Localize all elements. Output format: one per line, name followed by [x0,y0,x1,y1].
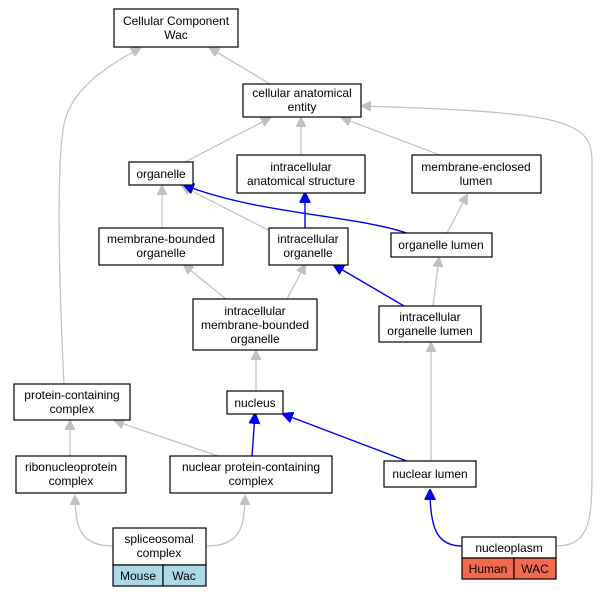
edge-nuclear-protein-complex-to-protein-complex [115,421,219,457]
node-label-line: organelle lumen [398,238,483,252]
node-label-line: intracellular [270,160,331,174]
node-label-line: complex [50,402,95,416]
badge-wac [162,564,207,587]
node-label-line: Wac [164,28,188,42]
node-label-line: Cellular Component [123,14,230,28]
node-label-line: membrane-enclosed [421,160,530,174]
node-label-line: ribonucleoprotein [25,460,117,474]
edge-nucleoplasm-to-anatomical-entity [362,106,593,547]
node-nuclear-protein-containing-complex[interactable]: nuclear protein-containing complex [169,455,333,494]
node-label-line: membrane-bounded [201,318,309,332]
edge-nucleoplasm-to-nuclear-lumen [430,490,463,547]
node-organelle[interactable]: organelle [128,161,194,186]
node-protein-containing-complex[interactable]: protein-containing complex [13,383,131,421]
node-cellular-anatomical-entity[interactable]: cellular anatomical entity [242,83,362,118]
node-label-line: lumen [460,174,493,188]
edge-nuclear-lumen-to-nucleus [283,414,413,464]
node-membrane-bounded-organelle[interactable]: membrane-bounded organelle [98,227,224,266]
node-spliceosomal-complex[interactable]: spliceosomal complex Mouse Wac [112,527,207,587]
node-intracellular-anatomical-structure[interactable]: intracellular anatomical structure [236,154,366,194]
node-label-line: membrane-bounded [107,232,215,246]
node-label-line: organelle [136,246,186,260]
node-label-line: organelle [283,246,333,260]
edge-spliceosomal-to-ribonucleoprotein [75,496,114,547]
node-label-line: cellular anatomical [252,86,351,100]
edge-intracellular-organelle-to-organelle [182,186,273,233]
node-label-line: nuclear protein-containing [182,460,320,474]
badge-label: Mouse [120,569,156,583]
node-label-line: anatomical structure [247,174,355,188]
badge-label: WAC [521,562,549,576]
node-label-line: complex [137,546,182,560]
node-label-line: nucleoplasm [475,541,542,555]
edge-nuclear-protein-complex-to-nucleus [252,414,255,457]
edge-intracellular-mb-organelle-to-intracellular-organelle [286,265,305,300]
node-ribonucleoprotein-complex[interactable]: ribonucleoprotein complex [15,455,127,494]
edge-protein-complex-to-root [58,48,140,387]
edge-organelle-lumen-to-organelle [184,185,413,236]
node-label-line: spliceosomal [124,532,193,546]
node-label-line: intracellular [224,304,285,318]
edge-organelle-lumen-to-membrane-enclosed-lumen [446,195,467,234]
node-label-line: organelle [230,332,280,346]
node-label-line: complex [229,474,274,488]
node-nuclear-lumen[interactable]: nuclear lumen [383,460,477,488]
node-label-line: nuclear lumen [392,467,467,481]
node-label-line: intracellular [399,310,460,324]
node-nucleoplasm[interactable]: nucleoplasm Human WAC [461,536,557,580]
node-label-line: complex [49,474,94,488]
node-organelle-lumen[interactable]: organelle lumen [390,232,493,258]
node-nucleus[interactable]: nucleus [226,390,284,415]
node-intracellular-organelle-lumen[interactable]: intracellular organelle lumen [378,305,482,343]
edge-intracellular-mb-organelle-to-membrane-bounded-organelle [184,265,227,300]
edge-organelle-to-anatomical-entity [184,118,270,163]
node-label-line: intracellular [277,232,338,246]
edge-intracellular-organelle-lumen-to-organelle-lumen [432,258,439,307]
node-membrane-enclosed-lumen[interactable]: membrane-enclosed lumen [411,154,542,194]
node-intracellular-organelle[interactable]: intracellular organelle [268,227,349,266]
node-intracellular-membrane-bounded-organelle[interactable]: intracellular membrane-bounded organelle [192,298,318,351]
node-label-line: entity [288,100,317,114]
badge-label: Wac [172,569,196,583]
edges [58,48,593,547]
edge-membrane-enclosed-lumen-to-anatomical-entity [342,118,441,156]
edge-anatomical-entity-to-root [210,48,271,85]
node-cc-root[interactable]: Cellular Component Wac [113,8,239,48]
node-label-line: nucleus [234,396,275,410]
node-label-line: protein-containing [24,388,119,402]
node-label-line: organelle [136,167,186,181]
badge-wac-human [513,557,557,580]
badge-label: Human [469,562,508,576]
edge-spliceosomal-to-nuclear-protein-complex [206,496,245,547]
edge-intracellular-organelle-lumen-to-intracellular-organelle [334,265,405,307]
node-label-line: organelle lumen [387,324,472,338]
